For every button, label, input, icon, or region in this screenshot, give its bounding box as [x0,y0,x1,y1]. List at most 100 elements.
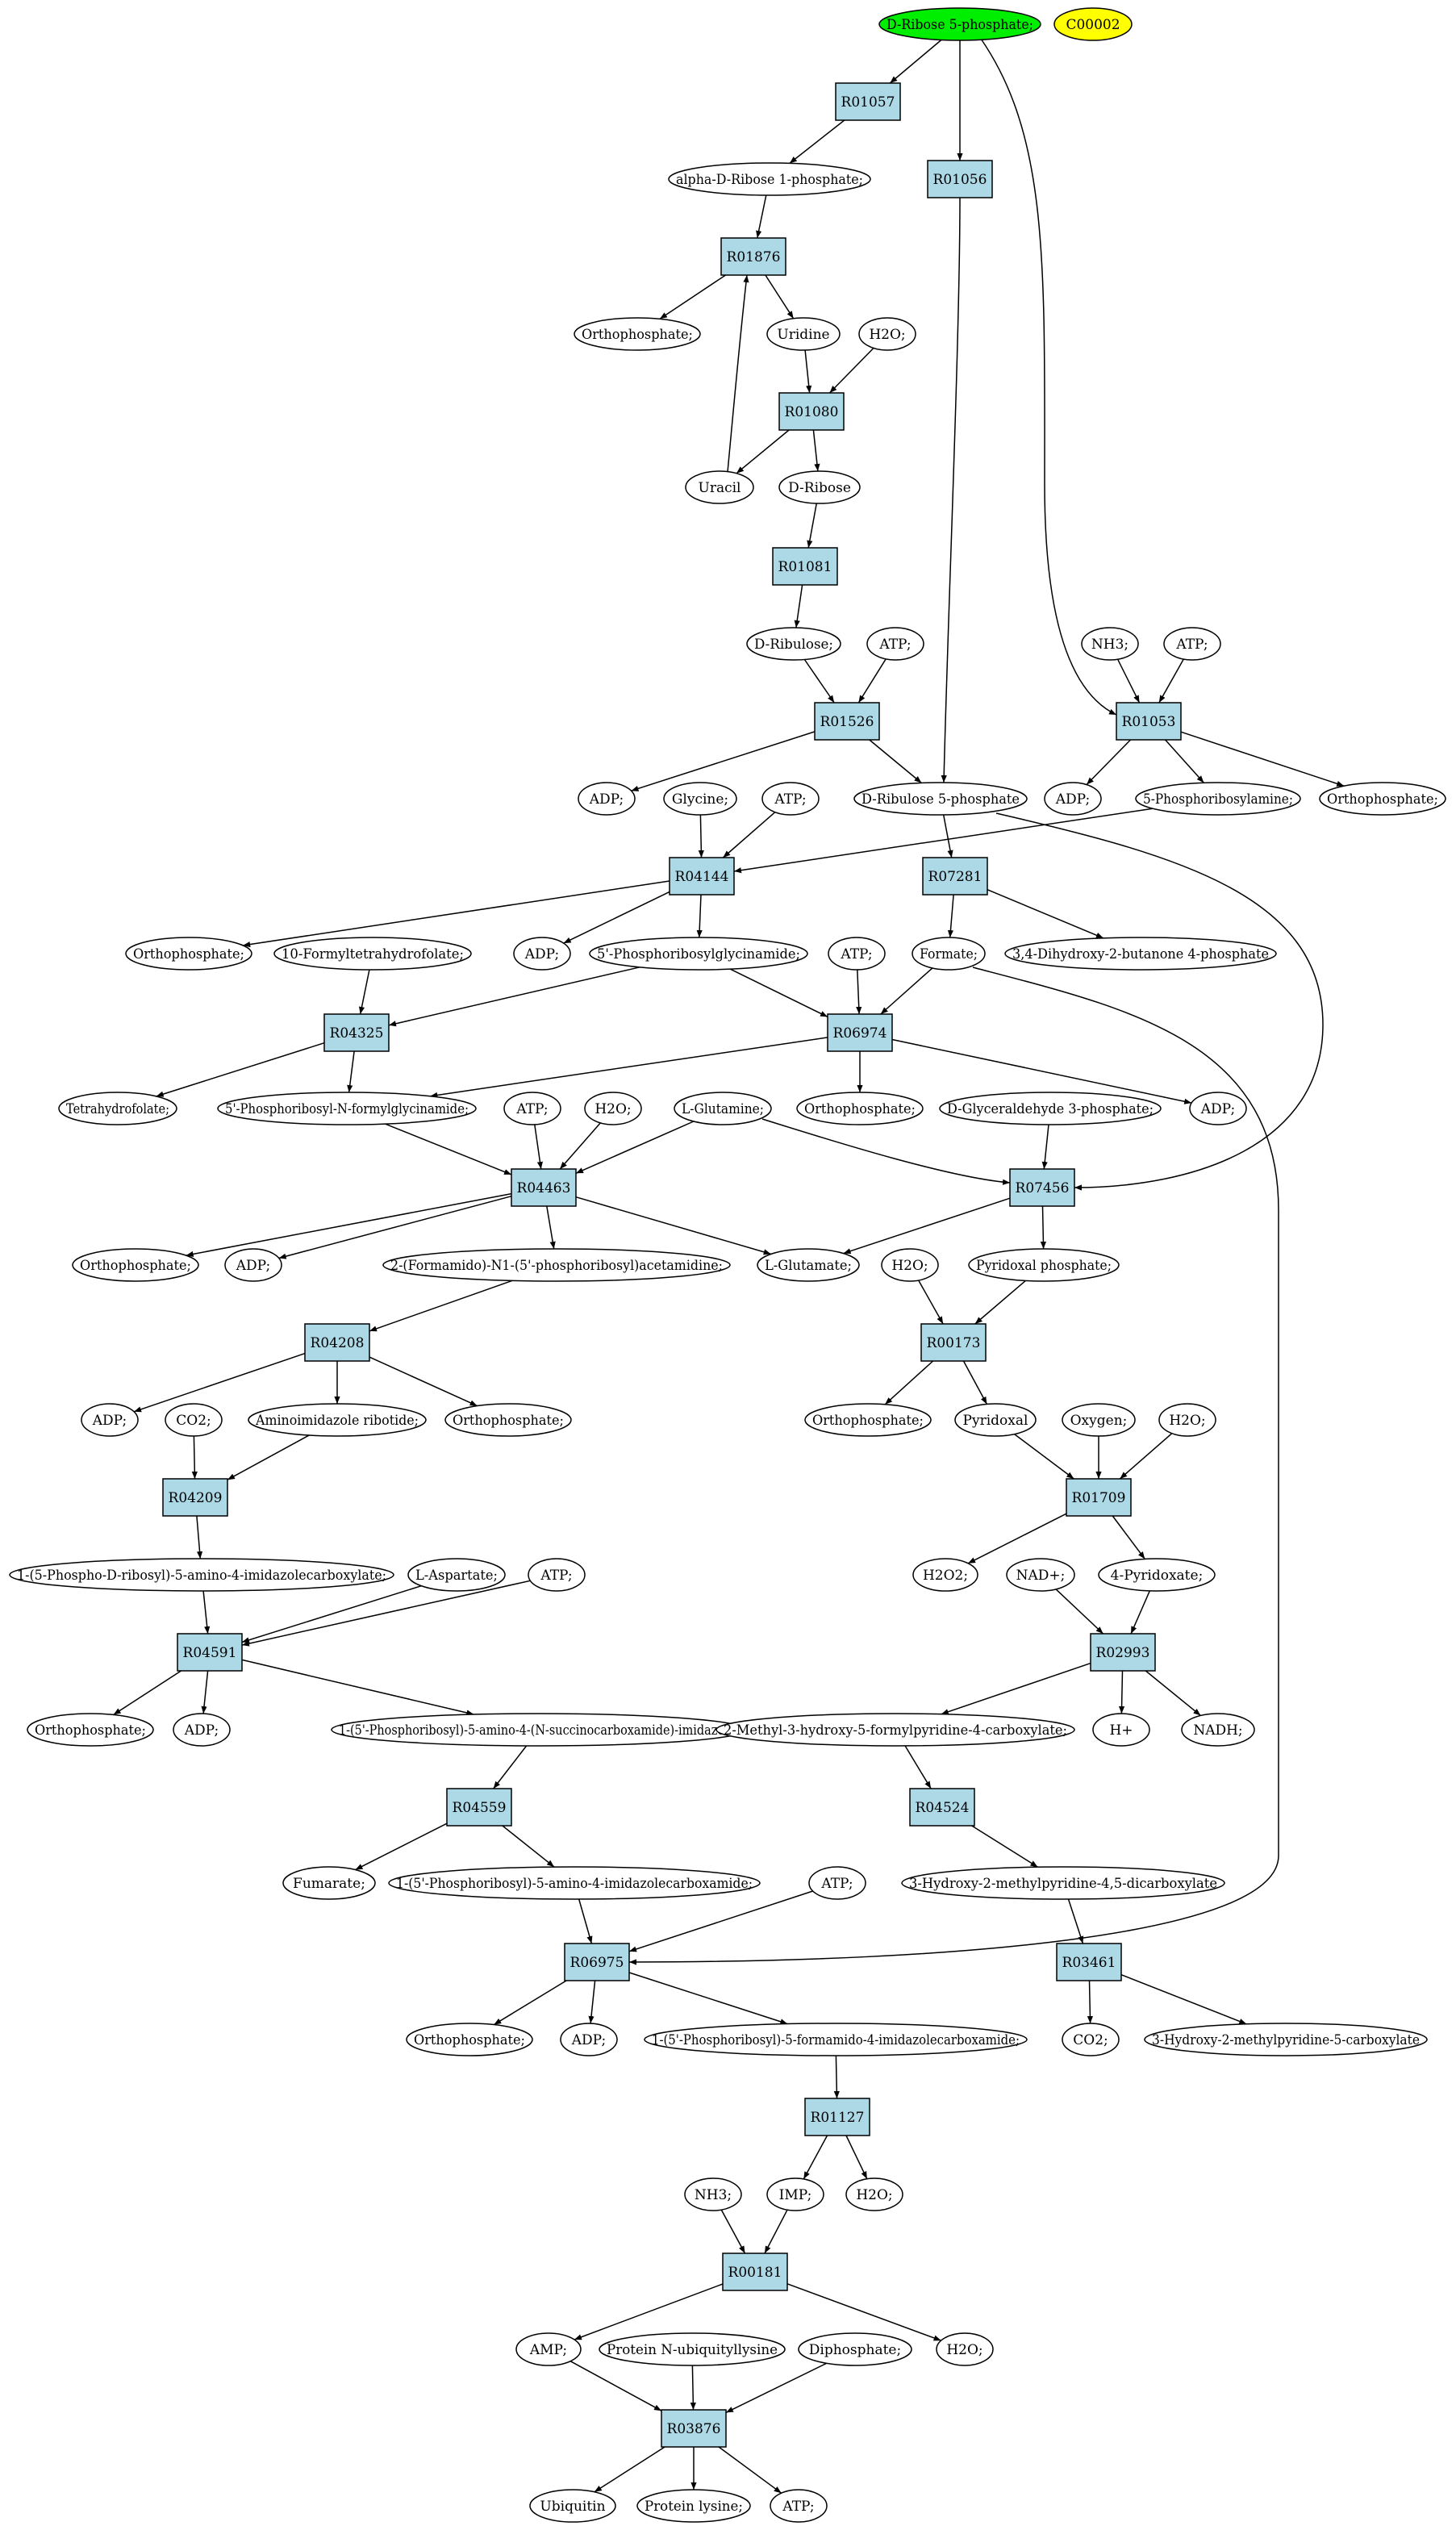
compound-node-aminoimidazole-ribotide[interactable]: Aminoimidazole ribotide; [248,1403,427,1437]
compound-node-orthophosphate[interactable]: Orthophosphate; [406,2023,533,2056]
compound-node-1-5-phosphoribosyl-5-formamido-4-imidazolecarboxamide[interactable]: 1-(5'-Phosphoribosyl)-5-formamido-4-imid… [644,2023,1028,2056]
reaction-node-r04208[interactable]: R04208 [304,1323,370,1362]
reaction-node-r01053[interactable]: R01053 [1116,702,1182,741]
compound-node-adp[interactable]: ADP; [81,1403,139,1437]
reaction-node-r01127[interactable]: R01127 [804,2098,870,2136]
compound-node-co2[interactable]: CO2; [165,1403,223,1437]
compound-node-adp[interactable]: ADP; [1044,782,1102,816]
compound-node-orthophosphate[interactable]: Orthophosphate; [125,937,252,971]
compound-node-h2o[interactable]: H2O; [1158,1403,1216,1437]
compound-node-adp[interactable]: ADP; [224,1248,282,1282]
compound-node-orthophosphate[interactable]: Orthophosphate; [27,1713,154,1747]
compound-node-protein-lysine[interactable]: Protein lysine; [636,2489,751,2523]
compound-node-atp[interactable]: ATP; [761,782,820,816]
compound-node-protein-n-ubiquityllysine[interactable]: Protein N-ubiquityllysine [599,2332,786,2366]
compound-node-orthophosphate[interactable]: Orthophosphate; [796,1092,924,1125]
compound-node-h2o[interactable]: H2O; [584,1092,642,1125]
reaction-node-r07456[interactable]: R07456 [1009,1168,1075,1207]
reaction-node-r01081[interactable]: R01081 [772,547,838,586]
compound-node-atp[interactable]: ATP; [528,1558,586,1592]
compound-node-orthophosphate[interactable]: Orthophosphate; [444,1403,572,1437]
reaction-node-r01709[interactable]: R01709 [1066,1478,1132,1517]
compound-node-l-glutamine[interactable]: L-Glutamine; [674,1092,772,1125]
reaction-node-r04524[interactable]: R04524 [909,1788,975,1827]
compound-node-orthophosphate[interactable]: Orthophosphate; [1319,782,1446,816]
compound-node-atp[interactable]: ATP; [808,1866,866,1900]
reaction-node-r04463[interactable]: R04463 [511,1168,577,1207]
compound-node-pyridoxal-phosphate[interactable]: Pyridoxal phosphate; [968,1248,1120,1282]
compound-node-d-glyceraldehyde-3-phosphate[interactable]: D-Glyceraldehyde 3-phosphate; [939,1092,1162,1125]
compound-node-uridine[interactable]: Uridine [766,317,841,351]
reaction-node-r00181[interactable]: R00181 [722,2253,788,2291]
reaction-node-r04209[interactable]: R04209 [162,1478,228,1517]
compound-node-3-hydroxy-2-methylpyridine-4-5-dicarboxylate[interactable]: 3-Hydroxy-2-methylpyridine-4,5-dicarboxy… [901,1866,1225,1900]
reaction-node-r04144[interactable]: R04144 [669,857,735,896]
compound-node-atp[interactable]: ATP; [770,2489,828,2523]
compound-node-l-glutamate[interactable]: L-Glutamate; [757,1248,860,1282]
compound-node-adp[interactable]: ADP; [513,937,571,971]
compound-node-h2o[interactable]: H2O; [881,1248,939,1282]
compound-node-oxygen[interactable]: Oxygen; [1062,1403,1136,1437]
compound-node-atp[interactable]: ATP; [828,937,886,971]
compound-node-diphosphate[interactable]: Diphosphate; [798,2332,912,2366]
reaction-node-r00173[interactable]: R00173 [920,1323,987,1362]
compound-node-adp[interactable]: ADP; [1189,1092,1247,1125]
reaction-node-r01057[interactable]: R01057 [835,82,901,121]
compound-node-glycine[interactable]: Glycine; [663,782,737,816]
compound-node-h[interactable]: H+ [1092,1713,1150,1747]
compound-node-d-ribose[interactable]: D-Ribose [778,470,861,504]
compound-node-1-5-phosphoribosyl-5-amino-4-imidazolecarboxamide[interactable]: 1-(5'-Phosphoribosyl)-5-amino-4-imidazol… [388,1866,761,1900]
reaction-node-r02993[interactable]: R02993 [1090,1633,1156,1672]
compound-node-pyridoxal[interactable]: Pyridoxal [954,1403,1037,1437]
compound-node-4-pyridoxate[interactable]: 4-Pyridoxate; [1098,1558,1216,1592]
compound-node-orthophosphate[interactable]: Orthophosphate; [72,1248,199,1282]
compound-node-2-formamido-n1-5-phosphoribosyl-acetamidine[interactable]: 2-(Formamido)-N1-(5'-phosphoribosyl)acet… [382,1248,731,1282]
reaction-node-r01056[interactable]: R01056 [927,160,993,198]
reaction-node-r04591[interactable]: R04591 [177,1633,243,1672]
compound-node-alpha-d-ribose-1-phosphate[interactable]: alpha-D-Ribose 1-phosphate; [668,162,871,196]
compound-node-h2o[interactable]: H2O; [845,2177,903,2211]
compound-node-formate[interactable]: Formate; [912,937,986,971]
compound-node-3-hydroxy-2-methylpyridine-5-carboxylate[interactable]: 3-Hydroxy-2-methylpyridine-5-carboxylate [1144,2023,1428,2056]
compound-node-c00002[interactable]: C00002 [1053,7,1133,41]
compound-node-ubiquitin[interactable]: Ubiquitin [529,2489,616,2523]
reaction-node-r01080[interactable]: R01080 [778,392,845,431]
reaction-node-r03461[interactable]: R03461 [1056,1943,1122,1981]
compound-node-co2[interactable]: CO2; [1062,2023,1120,2056]
compound-node-atp[interactable]: ATP; [1163,627,1221,661]
compound-node-adp[interactable]: ADP; [173,1713,231,1747]
compound-node-h2o[interactable]: H2O; [936,2332,994,2366]
compound-node-d-ribulose-5-phosphate[interactable]: D-Ribulose 5-phosphate [853,782,1028,816]
compound-node-d-ribulose[interactable]: D-Ribulose; [746,627,841,661]
compound-node-adp[interactable]: ADP; [578,782,636,816]
compound-node-3-4-dihydroxy-2-butanone-4-phosphate[interactable]: 3,4-Dihydroxy-2-butanone 4-phosphate [1004,937,1277,971]
compound-node-5-phosphoribosylglycinamide[interactable]: 5'-Phosphoribosylglycinamide; [589,937,808,971]
compound-node-nh3[interactable]: NH3; [684,2177,742,2211]
reaction-node-r03876[interactable]: R03876 [661,2409,727,2448]
compound-node-1-5-phospho-d-ribosyl-5-amino-4-imidazolecarboxylate[interactable]: 1-(5-Phospho-D-ribosyl)-5-amino-4-imidaz… [9,1558,394,1592]
reaction-node-r06975[interactable]: R06975 [564,1943,630,1981]
compound-node-nadh[interactable]: NADH; [1181,1713,1255,1747]
compound-node-nad[interactable]: NAD+; [1006,1558,1075,1592]
compound-node-adp[interactable]: ADP; [560,2023,618,2056]
compound-node-nh3[interactable]: NH3; [1081,627,1139,661]
compound-node-imp[interactable]: IMP; [766,2177,824,2211]
compound-node-h2o2[interactable]: H2O2; [912,1558,978,1592]
compound-node-atp[interactable]: ATP; [866,627,924,661]
compound-node-atp[interactable]: ATP; [503,1092,561,1125]
compound-node-1-5-phosphoribosyl-5-amino-4-n-succinocarboxamide-imidazole[interactable]: 1-(5'-Phosphoribosyl)-5-amino-4-(N-succi… [331,1713,747,1747]
reaction-node-r07281[interactable]: R07281 [922,857,988,896]
compound-node-fumarate[interactable]: Fumarate; [282,1866,376,1900]
compound-node-2-methyl-3-hydroxy-5-formylpyridine-4-carboxylate[interactable]: 2-Methyl-3-hydroxy-5-formylpyridine-4-ca… [715,1713,1075,1747]
reaction-node-r01526[interactable]: R01526 [814,702,880,741]
compound-node-tetrahydrofolate[interactable]: Tetrahydrofolate; [58,1092,177,1125]
compound-node-orthophosphate[interactable]: Orthophosphate; [574,317,701,351]
reaction-node-r06974[interactable]: R06974 [827,1013,893,1052]
compound-node-10-formyltetrahydrofolate[interactable]: 10-Formyltetrahydrofolate; [273,937,472,971]
reaction-node-r04559[interactable]: R04559 [446,1788,512,1827]
compound-node-l-aspartate[interactable]: L-Aspartate; [407,1558,506,1592]
compound-node-uracil[interactable]: Uracil [685,470,754,504]
reaction-node-r01876[interactable]: R01876 [720,237,786,276]
compound-node-amp[interactable]: AMP; [515,2332,582,2366]
compound-node-d-ribose-5-phosphate[interactable]: D-Ribose 5-phosphate; [878,7,1041,41]
